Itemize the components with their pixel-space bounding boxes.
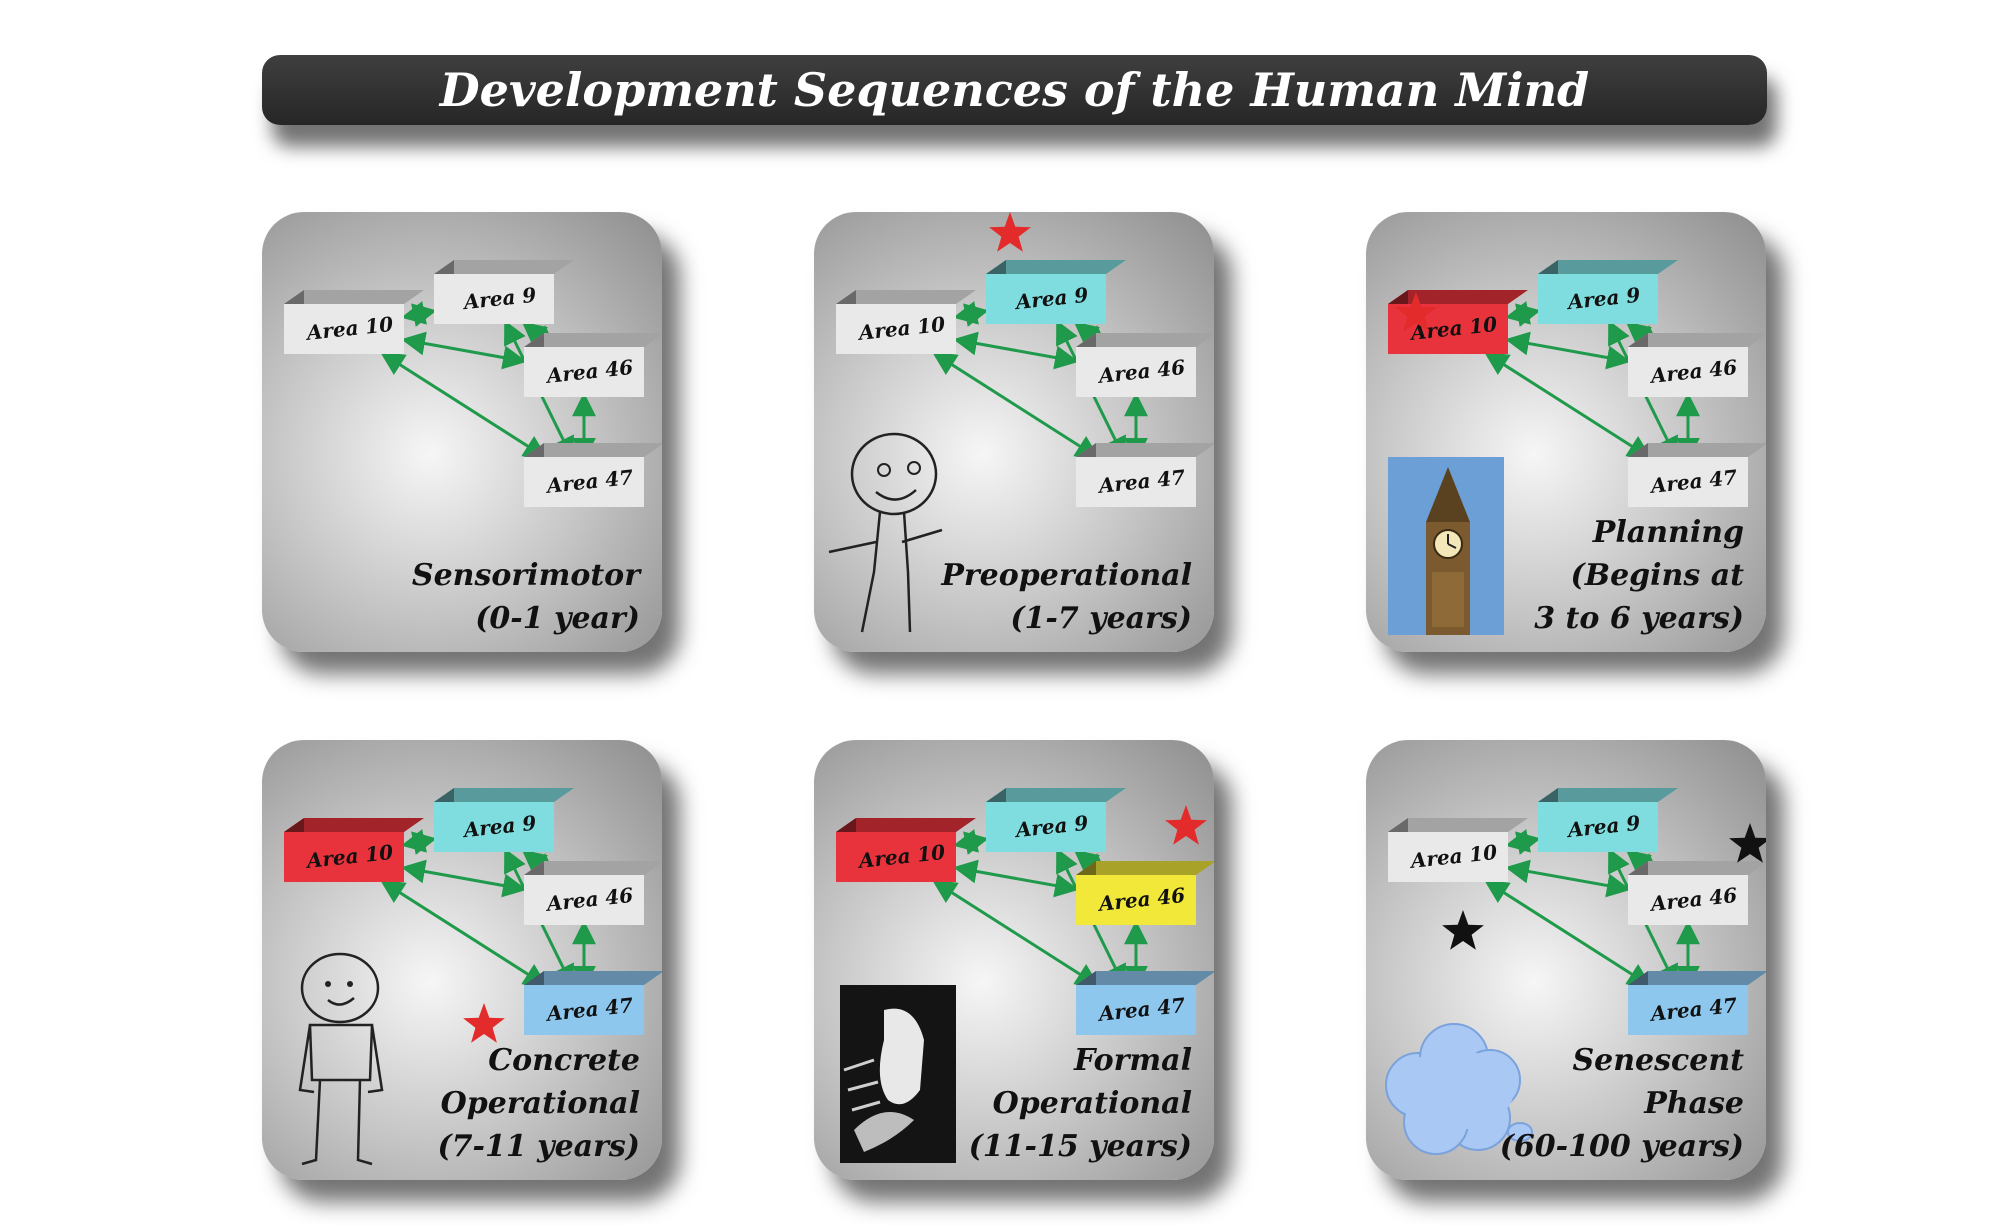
area-9-box: Area 9: [1538, 260, 1678, 324]
area-47-box: Area 47: [1628, 971, 1766, 1035]
red-star-icon: [463, 1003, 505, 1043]
red-star-icon: [989, 212, 1031, 252]
area-46-box: Area 46: [1628, 333, 1766, 397]
stage-caption: Preoperational (1-7 years): [941, 558, 1192, 636]
area-10-box: Area 10: [284, 818, 424, 882]
clock-tower-photo: [1388, 457, 1504, 635]
area-46-box: Area 46: [1628, 861, 1766, 925]
red-star-icon: [1165, 805, 1207, 845]
area-10-box: Area 10: [284, 290, 424, 354]
stage-caption: Formal Operational (11-15 years): [968, 1043, 1192, 1164]
abstract-art-photo: [840, 985, 956, 1163]
connection-arrow-10-9: [953, 829, 989, 855]
connection-arrow-10-47: [932, 880, 1100, 987]
area-47-box: Area 47: [524, 971, 662, 1035]
area-9-box: Area 9: [986, 260, 1126, 324]
area-47-box: Area 47: [1076, 971, 1214, 1035]
area-9-box: Area 9: [434, 788, 574, 852]
area-46-box: Area 46: [524, 861, 662, 925]
area-10-box: Area 10: [1388, 818, 1528, 882]
connection-arrow-10-46: [1505, 859, 1631, 898]
connection-arrow-10-9: [1505, 829, 1541, 855]
page-title: Development Sequences of the Human Mind: [439, 63, 1590, 117]
area-47-box: Area 47: [1076, 443, 1214, 507]
black-star-icon: [1729, 823, 1766, 863]
connection-arrow-10-46: [401, 859, 527, 898]
connection-arrow-10-9: [1505, 301, 1541, 327]
connection-arrow-10-46: [953, 859, 1079, 898]
stage-caption: Concrete Operational (7-11 years): [437, 1043, 640, 1164]
stage-caption: Sensorimotor (0-1 year): [411, 558, 640, 636]
connection-arrow-10-9: [401, 829, 437, 855]
connection-arrow-10-46: [953, 331, 1079, 370]
person-drawing: [298, 952, 384, 1166]
area-10-box: Area 10: [836, 818, 976, 882]
stick-figure-drawing: [828, 432, 943, 633]
red-star-icon: [1395, 292, 1437, 332]
stage-caption: Planning (Begins at 3 to 6 years): [1534, 515, 1744, 636]
title-banner: Development Sequences of the Human Mind: [262, 55, 1767, 125]
connection-arrow-10-47: [1484, 880, 1652, 987]
connection-arrow-10-46: [401, 331, 527, 370]
stage-caption: Senescent Phase (60-100 years): [1499, 1043, 1744, 1164]
connection-arrow-10-9: [953, 301, 989, 327]
black-star-icon: [1442, 910, 1484, 950]
connection-arrow-10-47: [380, 880, 548, 987]
connection-arrow-10-47: [380, 352, 548, 459]
area-10-box: Area 10: [836, 290, 976, 354]
area-46-box: Area 46: [1076, 861, 1214, 925]
area-47-box: Area 47: [524, 443, 662, 507]
area-9-box: Area 9: [986, 788, 1126, 852]
connection-arrow-10-47: [932, 352, 1100, 459]
connection-arrow-10-9: [401, 301, 437, 327]
connection-arrow-10-46: [1505, 331, 1631, 370]
area-47-box: Area 47: [1628, 443, 1766, 507]
thought-cloud-icon: [1385, 1023, 1533, 1155]
area-46-box: Area 46: [524, 333, 662, 397]
area-46-box: Area 46: [1076, 333, 1214, 397]
area-9-box: Area 9: [434, 260, 574, 324]
connection-arrow-10-47: [1484, 352, 1652, 459]
area-9-box: Area 9: [1538, 788, 1678, 852]
